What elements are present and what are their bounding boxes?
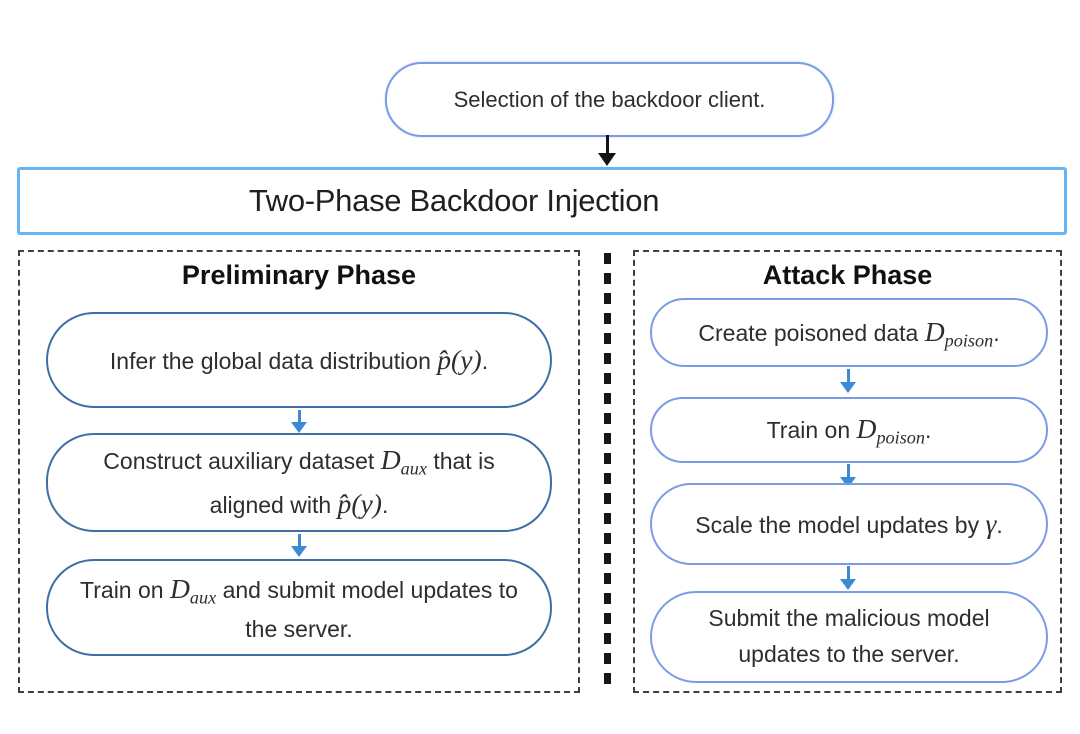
arrow-down-black-icon bbox=[598, 135, 616, 166]
arrow-stem bbox=[846, 369, 850, 382]
panel-title-attack-phase: Attack Phase bbox=[762, 260, 933, 290]
arrow-head bbox=[840, 382, 856, 393]
math-subscript: aux bbox=[400, 458, 427, 479]
node-label: Infer the global data distribution p̂(y)… bbox=[110, 339, 488, 382]
node-label: Create poisoned data Dpoison. bbox=[698, 311, 999, 355]
text-run: Infer the global data distribution bbox=[109, 347, 438, 374]
text-run: . bbox=[925, 417, 932, 444]
text-run: Construct auxiliary dataset bbox=[103, 448, 381, 475]
arrow-down-blue-icon bbox=[291, 534, 307, 557]
text-run: and submit model updates to the server. bbox=[216, 576, 518, 642]
panel-preliminary-phase: Preliminary Phase Infer the global data … bbox=[18, 250, 580, 693]
phase-divider bbox=[604, 253, 611, 684]
math-subscript: poison bbox=[876, 427, 926, 448]
text-run: Train on bbox=[766, 417, 857, 444]
math-symbol: p̂(y) bbox=[437, 343, 482, 375]
node-train-on-poison: Train on Dpoison. bbox=[650, 397, 1048, 463]
diagram-title: Two-Phase Backdoor Injection bbox=[248, 183, 660, 218]
arrow-head bbox=[598, 153, 616, 166]
node-selection-of-backdoor-client: Selection of the backdoor client. bbox=[385, 62, 834, 137]
math-symbol: Dpoison bbox=[856, 413, 926, 448]
text-run: Train on bbox=[80, 576, 170, 603]
node-create-poisoned-data: Create poisoned data Dpoison. bbox=[650, 298, 1048, 367]
text-run: . bbox=[996, 511, 1003, 538]
node-label: Selection of the backdoor client. bbox=[453, 86, 766, 112]
node-label: Scale the model updates by γ. bbox=[695, 503, 1003, 546]
arrow-down-blue-icon bbox=[840, 464, 856, 488]
text-run: that is aligned with bbox=[209, 448, 495, 518]
math-symbol: γ bbox=[985, 507, 997, 539]
node-construct-auxiliary-dataset: Construct auxiliary dataset Daux that is… bbox=[46, 433, 552, 532]
node-label: Train on Dpoison. bbox=[767, 408, 932, 452]
arrow-stem bbox=[297, 410, 301, 422]
node-train-on-aux-submit-updates: Train on Daux and submit model updates t… bbox=[46, 559, 552, 656]
title-bar: Two-Phase Backdoor Injection bbox=[17, 167, 1067, 235]
text-run: Create poisoned data bbox=[698, 319, 925, 346]
text-run: . bbox=[481, 347, 489, 374]
node-label: Submit the malicious model updates to th… bbox=[678, 601, 1020, 672]
arrow-head bbox=[291, 546, 307, 557]
text-run: Submit the malicious model updates to th… bbox=[708, 605, 990, 667]
text-run: . bbox=[381, 491, 389, 518]
text-run: . bbox=[993, 319, 1000, 346]
math-symbol: Daux bbox=[380, 444, 427, 479]
math-symbol: Dpoison bbox=[924, 315, 994, 351]
node-label: Train on Daux and submit model updates t… bbox=[74, 568, 524, 647]
arrow-down-blue-icon bbox=[840, 566, 856, 590]
arrow-down-blue-icon bbox=[291, 410, 307, 433]
panel-attack-phase: Attack Phase Create poisoned data Dpoiso… bbox=[633, 250, 1062, 693]
arrow-head bbox=[840, 579, 856, 590]
arrow-stem bbox=[846, 464, 850, 477]
arrow-stem bbox=[605, 135, 609, 153]
node-infer-global-distribution: Infer the global data distribution p̂(y)… bbox=[46, 312, 552, 408]
arrow-stem bbox=[297, 534, 301, 546]
node-submit-malicious-updates: Submit the malicious model updates to th… bbox=[650, 591, 1048, 683]
arrow-head bbox=[840, 477, 856, 488]
math-symbol: p̂(y) bbox=[337, 487, 382, 519]
arrow-stem bbox=[846, 566, 850, 579]
math-subscript: poison bbox=[944, 330, 994, 351]
panel-title-preliminary-phase: Preliminary Phase bbox=[181, 260, 417, 290]
math-subscript: aux bbox=[189, 587, 217, 608]
arrow-down-blue-icon bbox=[840, 369, 856, 393]
node-label: Construct auxiliary dataset Daux that is… bbox=[74, 439, 524, 525]
text-run: Scale the model updates by bbox=[695, 511, 986, 538]
node-scale-model-updates: Scale the model updates by γ. bbox=[650, 483, 1048, 565]
arrow-head bbox=[291, 422, 307, 433]
math-symbol: Daux bbox=[169, 572, 217, 608]
